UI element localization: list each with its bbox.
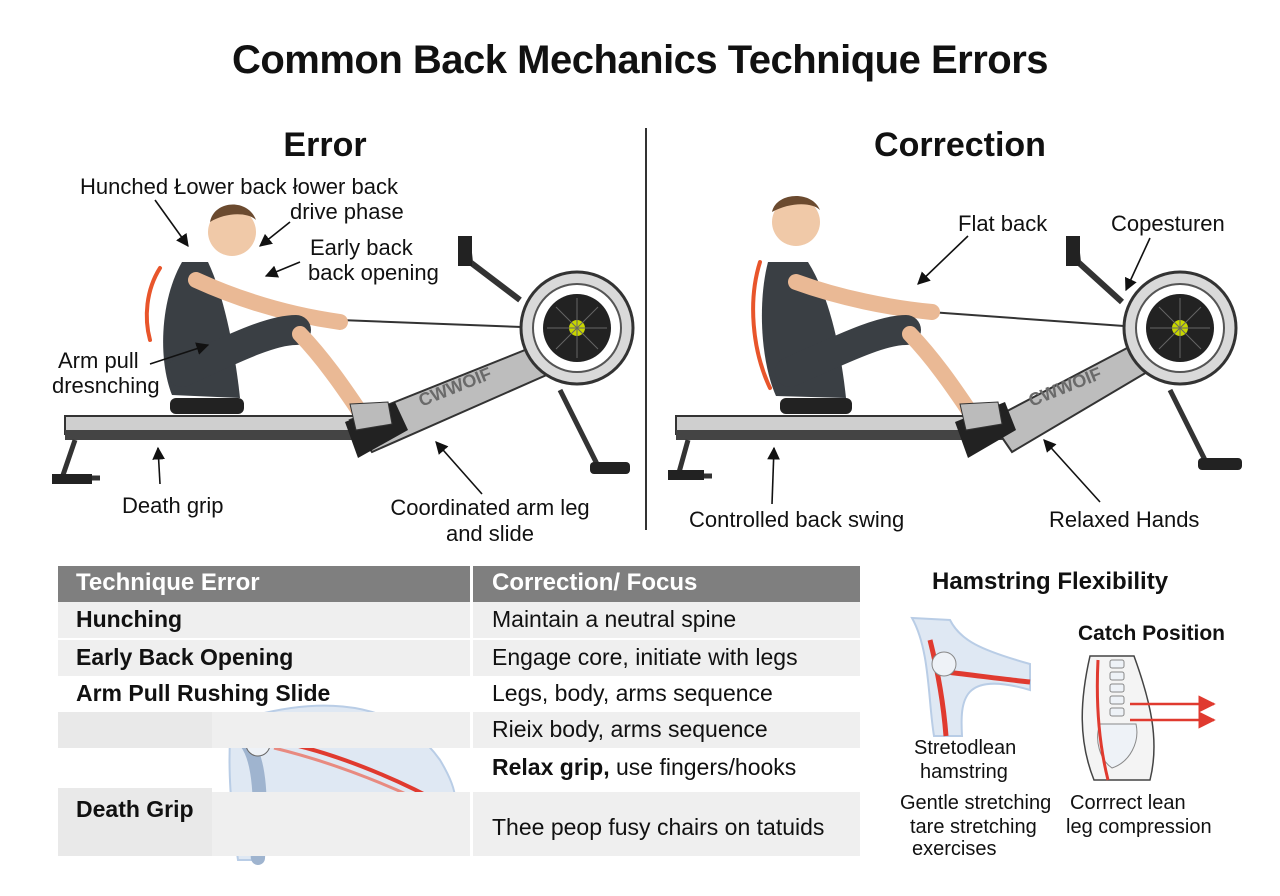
label-controlled-back-swing: Controlled back swing <box>689 507 905 532</box>
cell-fix: Rieix body, arms sequence <box>492 716 768 742</box>
table-header: Technique Error Correction/ Focus <box>58 566 860 602</box>
panel-divider <box>645 128 647 530</box>
cell-error: Early Back Opening <box>76 644 294 670</box>
label-arm-pull-line1: Arm pull <box>58 348 139 373</box>
cell-fix-rest: use fingers/hooks <box>609 754 797 780</box>
cell-fix: Maintain a neutral spine <box>492 606 737 632</box>
cell-fix-bold: Relax grip, <box>492 754 610 780</box>
label-stretch-line1: Stretodlean <box>914 737 1017 759</box>
label-arm-pull-line2: dresnching <box>52 373 160 398</box>
label-copesturen: Copesturen <box>1111 211 1225 236</box>
table-row: Death Grip Thee peop fusy chairs on tatu… <box>58 788 860 856</box>
label-coordinated-line1: Coordinated arm leg <box>390 495 590 520</box>
label-correct-line2: leg compression <box>1066 816 1212 838</box>
table-row: Arm Pull Rushing Slide Legs, body, arms … <box>58 676 860 712</box>
correction-arrows <box>767 235 1151 505</box>
correction-rower-machine <box>668 236 1242 480</box>
error-heading: Error <box>283 126 367 164</box>
header-technique-error: Technique Error <box>76 569 260 596</box>
cell-error: Arm Pull Rushing Slide <box>76 680 331 706</box>
error-rower-person <box>144 204 393 431</box>
label-hunched-line1: Hunched Łower back łower back <box>80 174 398 199</box>
header-divider <box>470 566 473 602</box>
hamstring-flexibility-title: Hamstring Flexibility <box>932 568 1169 595</box>
label-death-grip: Death grip <box>122 493 224 518</box>
table-row: Rieix body, arms sequence <box>58 712 860 748</box>
cell-error: Death Grip <box>76 796 194 822</box>
cell-fix: Engage core, initiate with legs <box>492 644 798 670</box>
label-gentle-line2: tare stretching <box>910 816 1037 838</box>
cell-fix: Legs, body, arms sequence <box>492 680 773 706</box>
label-hunched-line2: drive phase <box>290 199 404 224</box>
error-arrows <box>149 199 483 495</box>
label-coordinated-line2: and slide <box>445 521 535 546</box>
label-gentle-line3: exercises <box>912 838 997 860</box>
header-correction-focus: Correction/ Focus <box>492 569 698 596</box>
table-row: Relax grip, use fingers/hooks <box>58 750 860 786</box>
label-early-back-line2: back opening <box>308 260 439 285</box>
page-title: Common Back Mechanics Technique Errors <box>231 38 1049 82</box>
cell-fix: Thee peop fusy chairs on tatuids <box>492 814 825 840</box>
hamstring-knee-illustration <box>910 616 1031 737</box>
table-row: Hunching Maintain a neutral spine <box>58 602 860 638</box>
cell-fix: Relax grip, use fingers/hooks <box>492 754 796 781</box>
error-rower-machine <box>52 236 635 484</box>
cell-error: Hunching <box>76 606 183 632</box>
label-relaxed-hands: Relaxed Hands <box>1049 507 1200 532</box>
correction-heading: Correction <box>874 126 1046 164</box>
correction-rower-person <box>751 195 1003 431</box>
label-flat-back: Flat back <box>958 211 1048 236</box>
label-early-back-line1: Early back <box>310 235 413 260</box>
label-gentle-line1: Gentle stretching <box>900 792 1052 814</box>
catch-position-illustration <box>1081 655 1216 781</box>
table-row: Early Back Opening Engage core, initiate… <box>58 640 860 676</box>
catch-position-title: Catch Position <box>1078 622 1226 645</box>
label-stretch-line2: hamstring <box>920 761 1008 783</box>
label-correct-line1: Corrrect lean <box>1070 792 1186 814</box>
